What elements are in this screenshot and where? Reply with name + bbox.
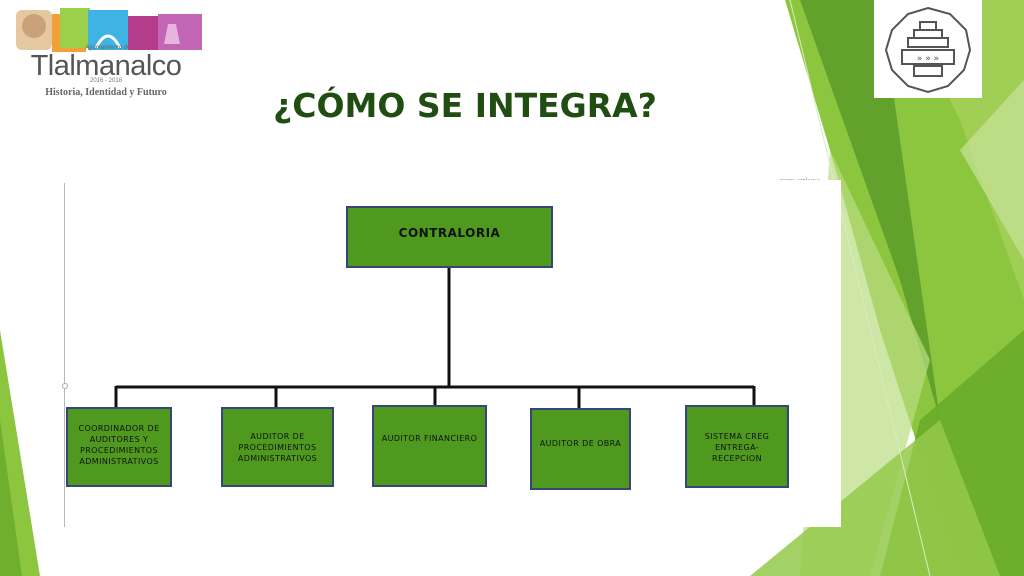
logo-subtitle: Ayuntamiento de <box>85 45 131 51</box>
org-node-label: CONTRALORIA <box>398 226 501 240</box>
logo-years: 2016 - 2018 <box>89 78 123 84</box>
svg-text:» » »: » » » <box>917 54 939 64</box>
org-node-auditor-procedimientos: AUDITOR DE PROCEDIMIENTOS ADMINISTRATIVO… <box>221 407 334 487</box>
org-node-label: AUDITOR DE OBRA <box>539 439 622 448</box>
emblem-logo: » » » <box>874 0 982 98</box>
org-node-label: SISTEMA CREG ENTREGA-RECEPCION <box>704 432 770 463</box>
org-node-label: AUDITOR DE PROCEDIMIENTOS ADMINISTRATIVO… <box>237 432 318 463</box>
org-node-label: COORDINADOR DE AUDITORES Y PROCEDIMIENTO… <box>78 424 160 466</box>
org-node-auditor-obra: AUDITOR DE OBRA <box>530 408 631 490</box>
logo-tagline: Historia, Identidad y Futuro <box>45 87 167 98</box>
slide-title: ¿CÓMO SE INTEGRA? <box>273 86 657 125</box>
org-node-label: AUDITOR FINANCIERO <box>381 434 478 443</box>
panel-handle <box>62 383 68 389</box>
emblem-icon: » » » <box>884 6 972 94</box>
org-node-coordinador: COORDINADOR DE AUDITORES Y PROCEDIMIENTO… <box>66 407 172 487</box>
panel-left-border <box>64 183 65 527</box>
logo-name: Tlalmanalco <box>30 50 182 82</box>
org-node-contraloria: CONTRALORIA <box>346 206 553 268</box>
tlalmanalco-logo <box>16 8 202 52</box>
org-node-auditor-financiero: AUDITOR FINANCIERO <box>372 405 487 487</box>
org-node-sistema-creg: SISTEMA CREG ENTREGA-RECEPCION <box>685 405 789 488</box>
